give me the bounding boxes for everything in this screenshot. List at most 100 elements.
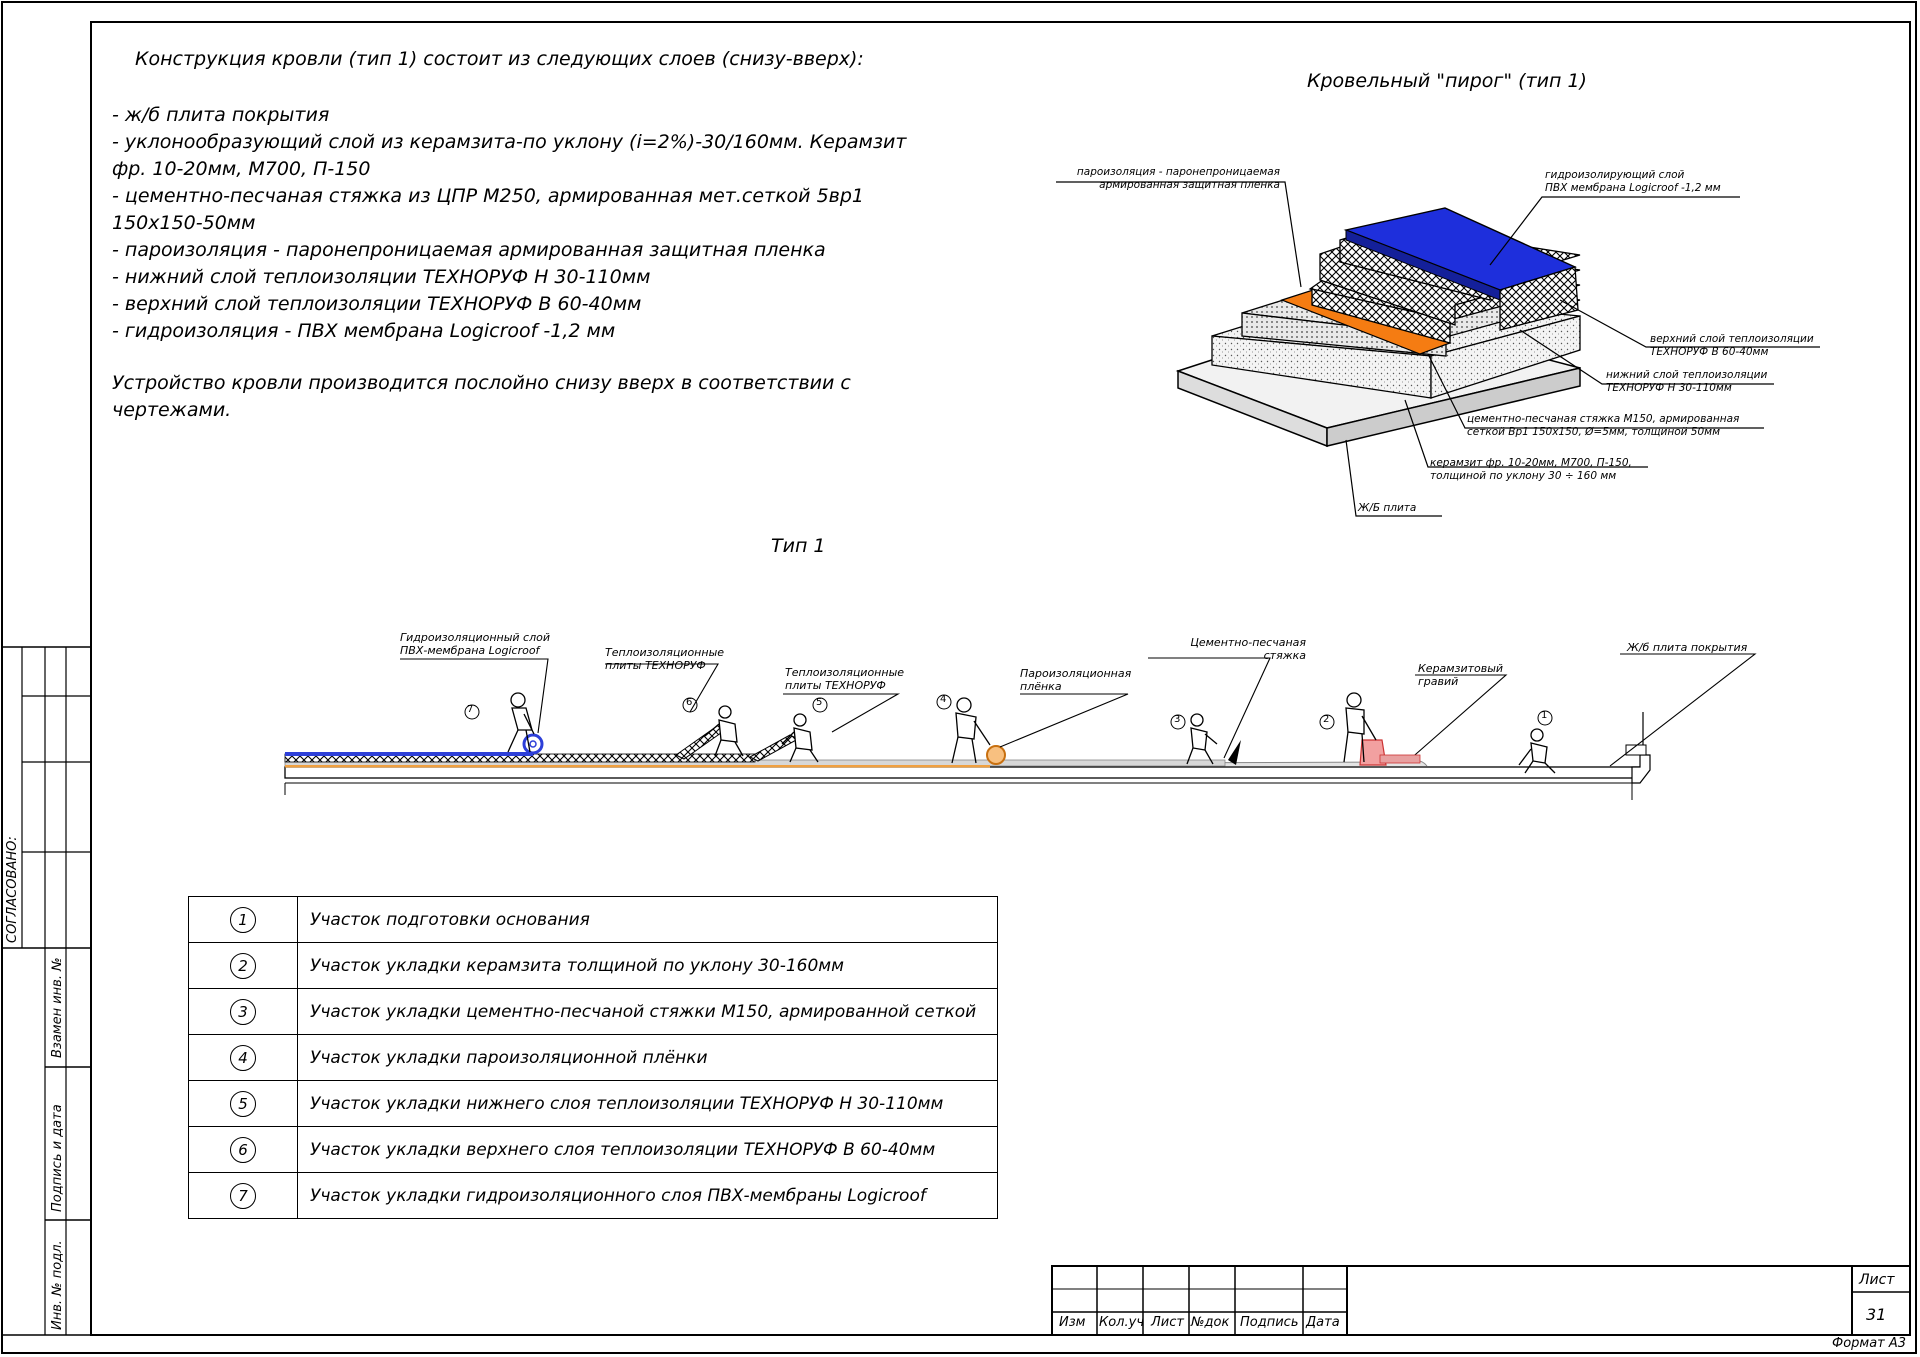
callout-c4: Пароизоляционная плёнка	[1020, 667, 1131, 693]
type-label: Тип 1	[771, 535, 826, 557]
section-membrane	[285, 752, 533, 756]
leader-clay	[1404, 399, 1648, 468]
label-line: плёнка	[1020, 680, 1062, 693]
label-line: пароизоляция - паронепроницаемая	[1076, 166, 1280, 178]
pie-lower-ins-front	[1311, 288, 1451, 344]
callout-c7: Гидроизоляционный слой ПВХ-мембрана Logi…	[400, 631, 550, 657]
label-line: плиты ТЕХНОРУФ	[785, 679, 886, 692]
label-line: Цементно-песчаная	[1190, 636, 1306, 649]
leader-c4	[999, 693, 1129, 748]
label-clay: керамзит фр. 10-20мм, М700, П-150, толщи…	[1430, 457, 1632, 483]
label-line: армированная защитная пленка	[1099, 179, 1280, 191]
legend-text: Участок укладки керамзита толщиной по ук…	[297, 942, 998, 989]
leader-membrane	[1489, 196, 1740, 266]
marker-1: 1	[1541, 710, 1548, 721]
callout-c5: Теплоизоляционные плиты ТЕХНОРУФ	[785, 666, 904, 692]
label-upper: верхний слой теплоизоляции ТЕХНОРУФ В 60…	[1650, 333, 1814, 359]
stamp-agreed: СОГЛАСОВАНО:	[5, 836, 20, 943]
marker-3: 3	[1174, 714, 1181, 725]
layer-line: - уклонообразующий слой из керамзита-по …	[112, 131, 907, 153]
legend-number: 4	[230, 1044, 256, 1071]
layer-line: - гидроизоляция - ПВХ мембрана Logicroof…	[112, 320, 616, 342]
stamp-inv-num: Инв. № подл.	[50, 1240, 65, 1330]
legend-text: Участок укладки гидроизоляционного слоя …	[297, 1172, 998, 1219]
legend-row: 5 Участок укладки нижнего слоя теплоизоля…	[188, 1080, 998, 1127]
label-membrane: гидроизолирующий слой ПВХ мембрана Logic…	[1545, 169, 1721, 195]
label-screed: цементно-песчаная стяжка М150, армирован…	[1467, 413, 1739, 439]
leader-vapor	[1056, 181, 1302, 288]
marker-7: 7	[467, 704, 474, 715]
legend-number: 2	[230, 952, 256, 979]
layer-list: - ж/б плита покрытия - уклонообразующий …	[112, 102, 972, 345]
label-slab: Ж/Б плита	[1358, 502, 1417, 514]
leader-screed	[1427, 353, 1764, 429]
tb-col-izm: Изм	[1059, 1315, 1086, 1330]
leader-upper	[1559, 299, 1820, 348]
label-line: сеткой Вр1 150х150, Ø=5мм, толщиной 50мм	[1467, 426, 1721, 438]
leader-slab	[1345, 439, 1442, 517]
layer-line: - ж/б плита покрытия	[112, 104, 330, 126]
stamp-replace-inv: Взамен инв. №	[50, 957, 65, 1058]
label-line: нижний слой теплоизоляции	[1606, 369, 1768, 381]
label-line: Теплоизоляционные	[605, 646, 725, 659]
label-line: Пароизоляционная	[1020, 667, 1132, 680]
worker-7	[507, 692, 535, 753]
note-line: Устройство кровли производится послойно …	[112, 372, 851, 394]
tb-format: Формат А3	[1832, 1336, 1907, 1351]
label-vapor: пароизоляция - паронепроницаемая армиров…	[1058, 166, 1280, 192]
leader-c3	[1148, 657, 1271, 759]
legend-text: Участок укладки нижнего слоя теплоизоляц…	[297, 1080, 998, 1127]
leader-c7	[400, 658, 549, 734]
tb-col-list: Лист	[1151, 1315, 1184, 1330]
pie-title: Кровельный "пирог" (тип 1)	[1307, 70, 1587, 92]
legend-number: 1	[230, 906, 256, 933]
legend-number: 3	[230, 998, 256, 1025]
marker-4: 4	[940, 694, 947, 705]
label-line: керамзит фр. 10-20мм, М700, П-150,	[1430, 457, 1632, 469]
marker-6: 6	[686, 697, 693, 708]
label-line: ПВХ мембрана Logicroof -1,2 мм	[1545, 182, 1721, 194]
leader-c1	[1609, 653, 1757, 767]
label-line: гидроизолирующий слой	[1545, 169, 1685, 181]
worker-2	[1343, 692, 1377, 763]
tb-sheet-label: Лист	[1859, 1272, 1895, 1288]
legend-text: Участок укладки верхнего слоя теплоизоля…	[297, 1126, 998, 1173]
label-line: ТЕХНОРУФ В 60-40мм	[1650, 346, 1769, 358]
section-vapor	[285, 765, 990, 768]
legend-text: Участок подготовки основания	[297, 896, 998, 943]
roof-section-drawing	[284, 653, 1757, 800]
callout-c1: Ж/б плита покрытия	[1627, 641, 1748, 654]
leader-lower	[1519, 329, 1774, 385]
label-line: Керамзитовый	[1418, 662, 1504, 675]
marker-2: 2	[1323, 714, 1330, 725]
layer-line: - нижний слой теплоизоляции ТЕХНОРУФ Н 3…	[112, 266, 651, 288]
label-line: Теплоизоляционные	[785, 666, 905, 679]
tb-col-sign: Подпись	[1240, 1315, 1299, 1330]
layer-line: фр. 10-20мм, М700, П-150	[112, 158, 371, 180]
leader-c5	[783, 693, 901, 733]
label-lower: нижний слой теплоизоляции ТЕХНОРУФ Н 30-…	[1606, 369, 1767, 395]
label-line: верхний слой теплоизоляции	[1650, 333, 1814, 345]
roof-pie-diagram	[1056, 181, 1820, 517]
label-line: стяжка	[1263, 649, 1306, 662]
worker-6	[704, 705, 744, 757]
worker-4	[951, 697, 991, 764]
tb-col-koluch: Кол.уч	[1099, 1315, 1144, 1330]
intro-text: Конструкция кровли (тип 1) состоит из сл…	[135, 48, 864, 70]
leader-c6	[605, 663, 719, 713]
tb-col-date: Дата	[1306, 1315, 1340, 1330]
section-slab	[284, 766, 1641, 779]
legend-row: 2 Участок укладки керамзита толщиной по у…	[188, 942, 998, 989]
layer-line: 150х150-50мм	[112, 212, 256, 234]
label-line: ПВХ-мембрана Logicroof	[400, 644, 540, 657]
note-line: чертежами.	[112, 399, 232, 421]
worker-3	[1186, 713, 1218, 765]
section-parapet	[1631, 754, 1651, 784]
legend-number: 5	[230, 1090, 256, 1117]
